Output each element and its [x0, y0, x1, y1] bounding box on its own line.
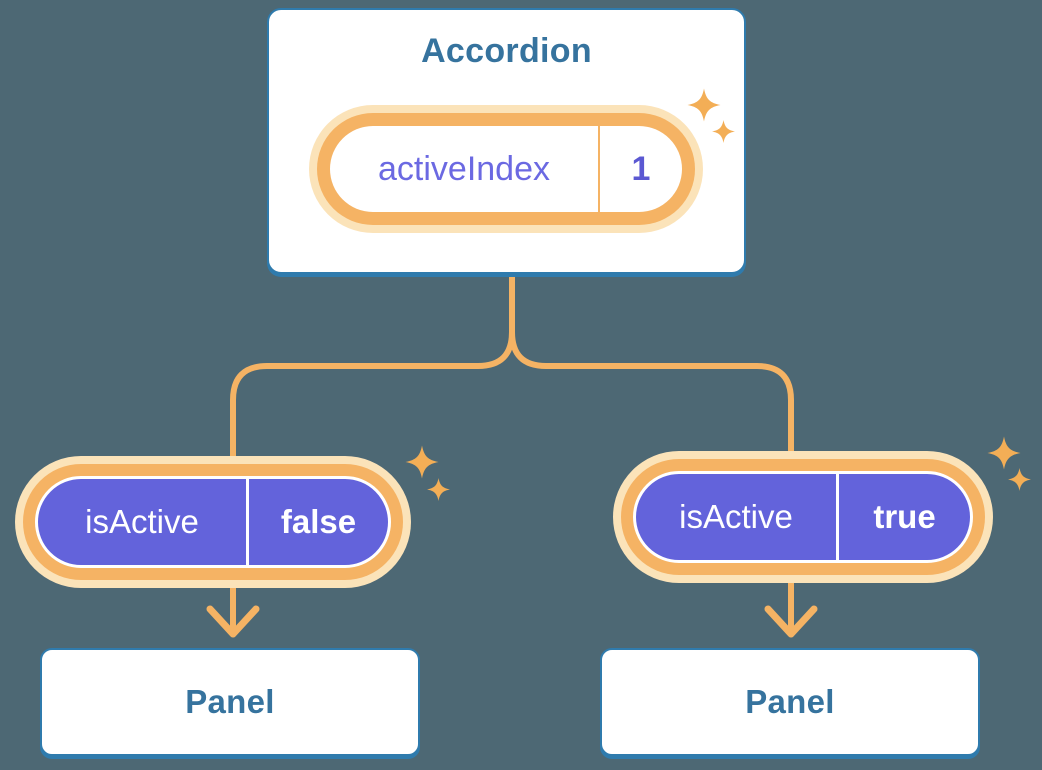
accordion-title: Accordion: [421, 32, 592, 70]
panel-card-left: Panel: [40, 648, 420, 756]
state-pill-divider: [598, 126, 600, 212]
arrowhead-left-icon: [206, 605, 260, 638]
accordion-card: Accordion activeIndex 1: [267, 8, 746, 274]
state-pill-value: 1: [631, 149, 651, 188]
sparkle-icon: [427, 478, 450, 501]
sparkle-icon: [1008, 468, 1031, 491]
connector-right-branch: [509, 274, 794, 630]
sparkle-icon: [712, 120, 735, 143]
prop-pill-false: isActive false: [35, 476, 391, 568]
prop-pill-true-value: true: [873, 498, 936, 535]
arrowhead-right-icon: [764, 605, 818, 638]
panel-right-title: Panel: [745, 683, 835, 720]
panel-left-title: Panel: [185, 683, 275, 720]
connector-left-branch: [230, 274, 515, 630]
prop-pill-false-value: false: [280, 503, 357, 540]
prop-pill-true: isActive true: [633, 471, 973, 563]
prop-pill-false-divider: [246, 479, 249, 565]
state-pill-name: activeIndex: [378, 149, 550, 188]
sparkle-icon: [687, 88, 721, 122]
prop-pill-true-name: isActive: [679, 498, 793, 535]
sparkle-icon: [405, 445, 439, 479]
prop-pill-true-divider: [836, 474, 839, 560]
prop-pill-false-name: isActive: [85, 503, 199, 540]
sparkle-icon: [987, 436, 1021, 470]
state-pill: activeIndex 1: [330, 126, 682, 212]
panel-card-right: Panel: [600, 648, 980, 756]
